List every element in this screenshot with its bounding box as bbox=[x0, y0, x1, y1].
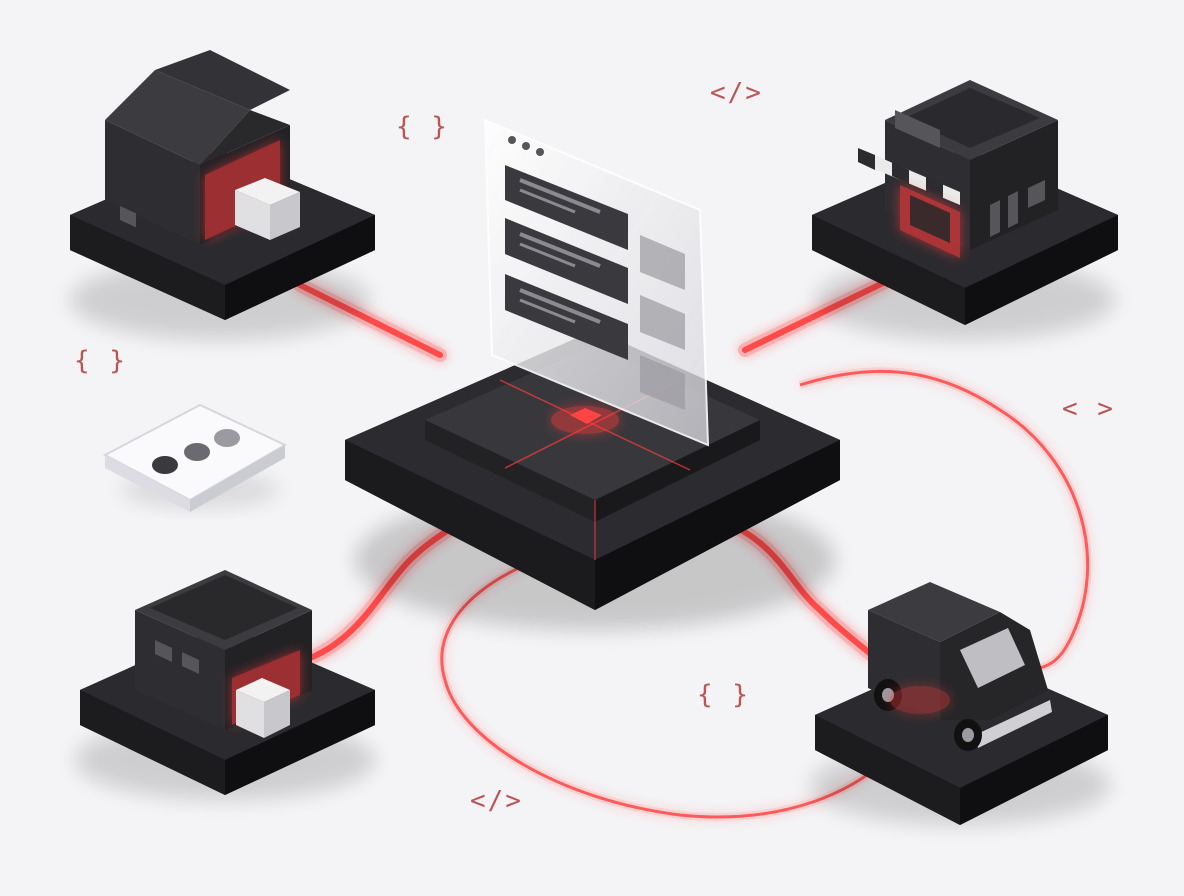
warehouse-icon bbox=[105, 50, 300, 245]
storefront-icon bbox=[858, 80, 1058, 258]
code-braces-glyph: { } bbox=[74, 346, 127, 376]
connector-loop-bottom bbox=[437, 561, 909, 821]
warehouse-top-left bbox=[70, 50, 375, 340]
panel-tile bbox=[640, 235, 685, 290]
panel-row bbox=[505, 165, 628, 250]
hub-icon bbox=[551, 406, 619, 434]
code-tag-glyph: </> bbox=[470, 786, 523, 816]
dot-icon bbox=[184, 443, 210, 461]
loading-dots-card bbox=[102, 403, 288, 512]
dot-icon bbox=[152, 456, 178, 474]
panel-tile bbox=[640, 295, 685, 350]
truck-bumper bbox=[975, 700, 1052, 748]
code-braces-glyph: { } bbox=[697, 680, 750, 710]
window-dot-icon bbox=[536, 148, 544, 156]
warehouse-bottom-left bbox=[75, 570, 375, 800]
package-box-icon bbox=[236, 678, 290, 738]
dot-icon bbox=[214, 429, 240, 447]
panel-tile bbox=[640, 355, 685, 410]
package-box-icon bbox=[235, 178, 300, 240]
storefront-top-right bbox=[812, 80, 1118, 340]
panel-row bbox=[505, 218, 628, 304]
connector-loop-right bbox=[798, 367, 1092, 672]
panel-row bbox=[505, 274, 628, 360]
window-dot-icon bbox=[522, 142, 530, 150]
depot-icon bbox=[135, 570, 312, 738]
code-angle-glyph: < > bbox=[1062, 394, 1115, 424]
delivery-truck-bottom-right bbox=[810, 582, 1110, 825]
dashboard-panel bbox=[483, 118, 710, 447]
code-braces-glyph: { } bbox=[396, 112, 449, 142]
window-dot-icon bbox=[508, 136, 516, 144]
delivery-truck-icon bbox=[868, 582, 1052, 751]
truck-windshield bbox=[960, 628, 1025, 688]
code-tag-glyph: </> bbox=[710, 78, 763, 108]
